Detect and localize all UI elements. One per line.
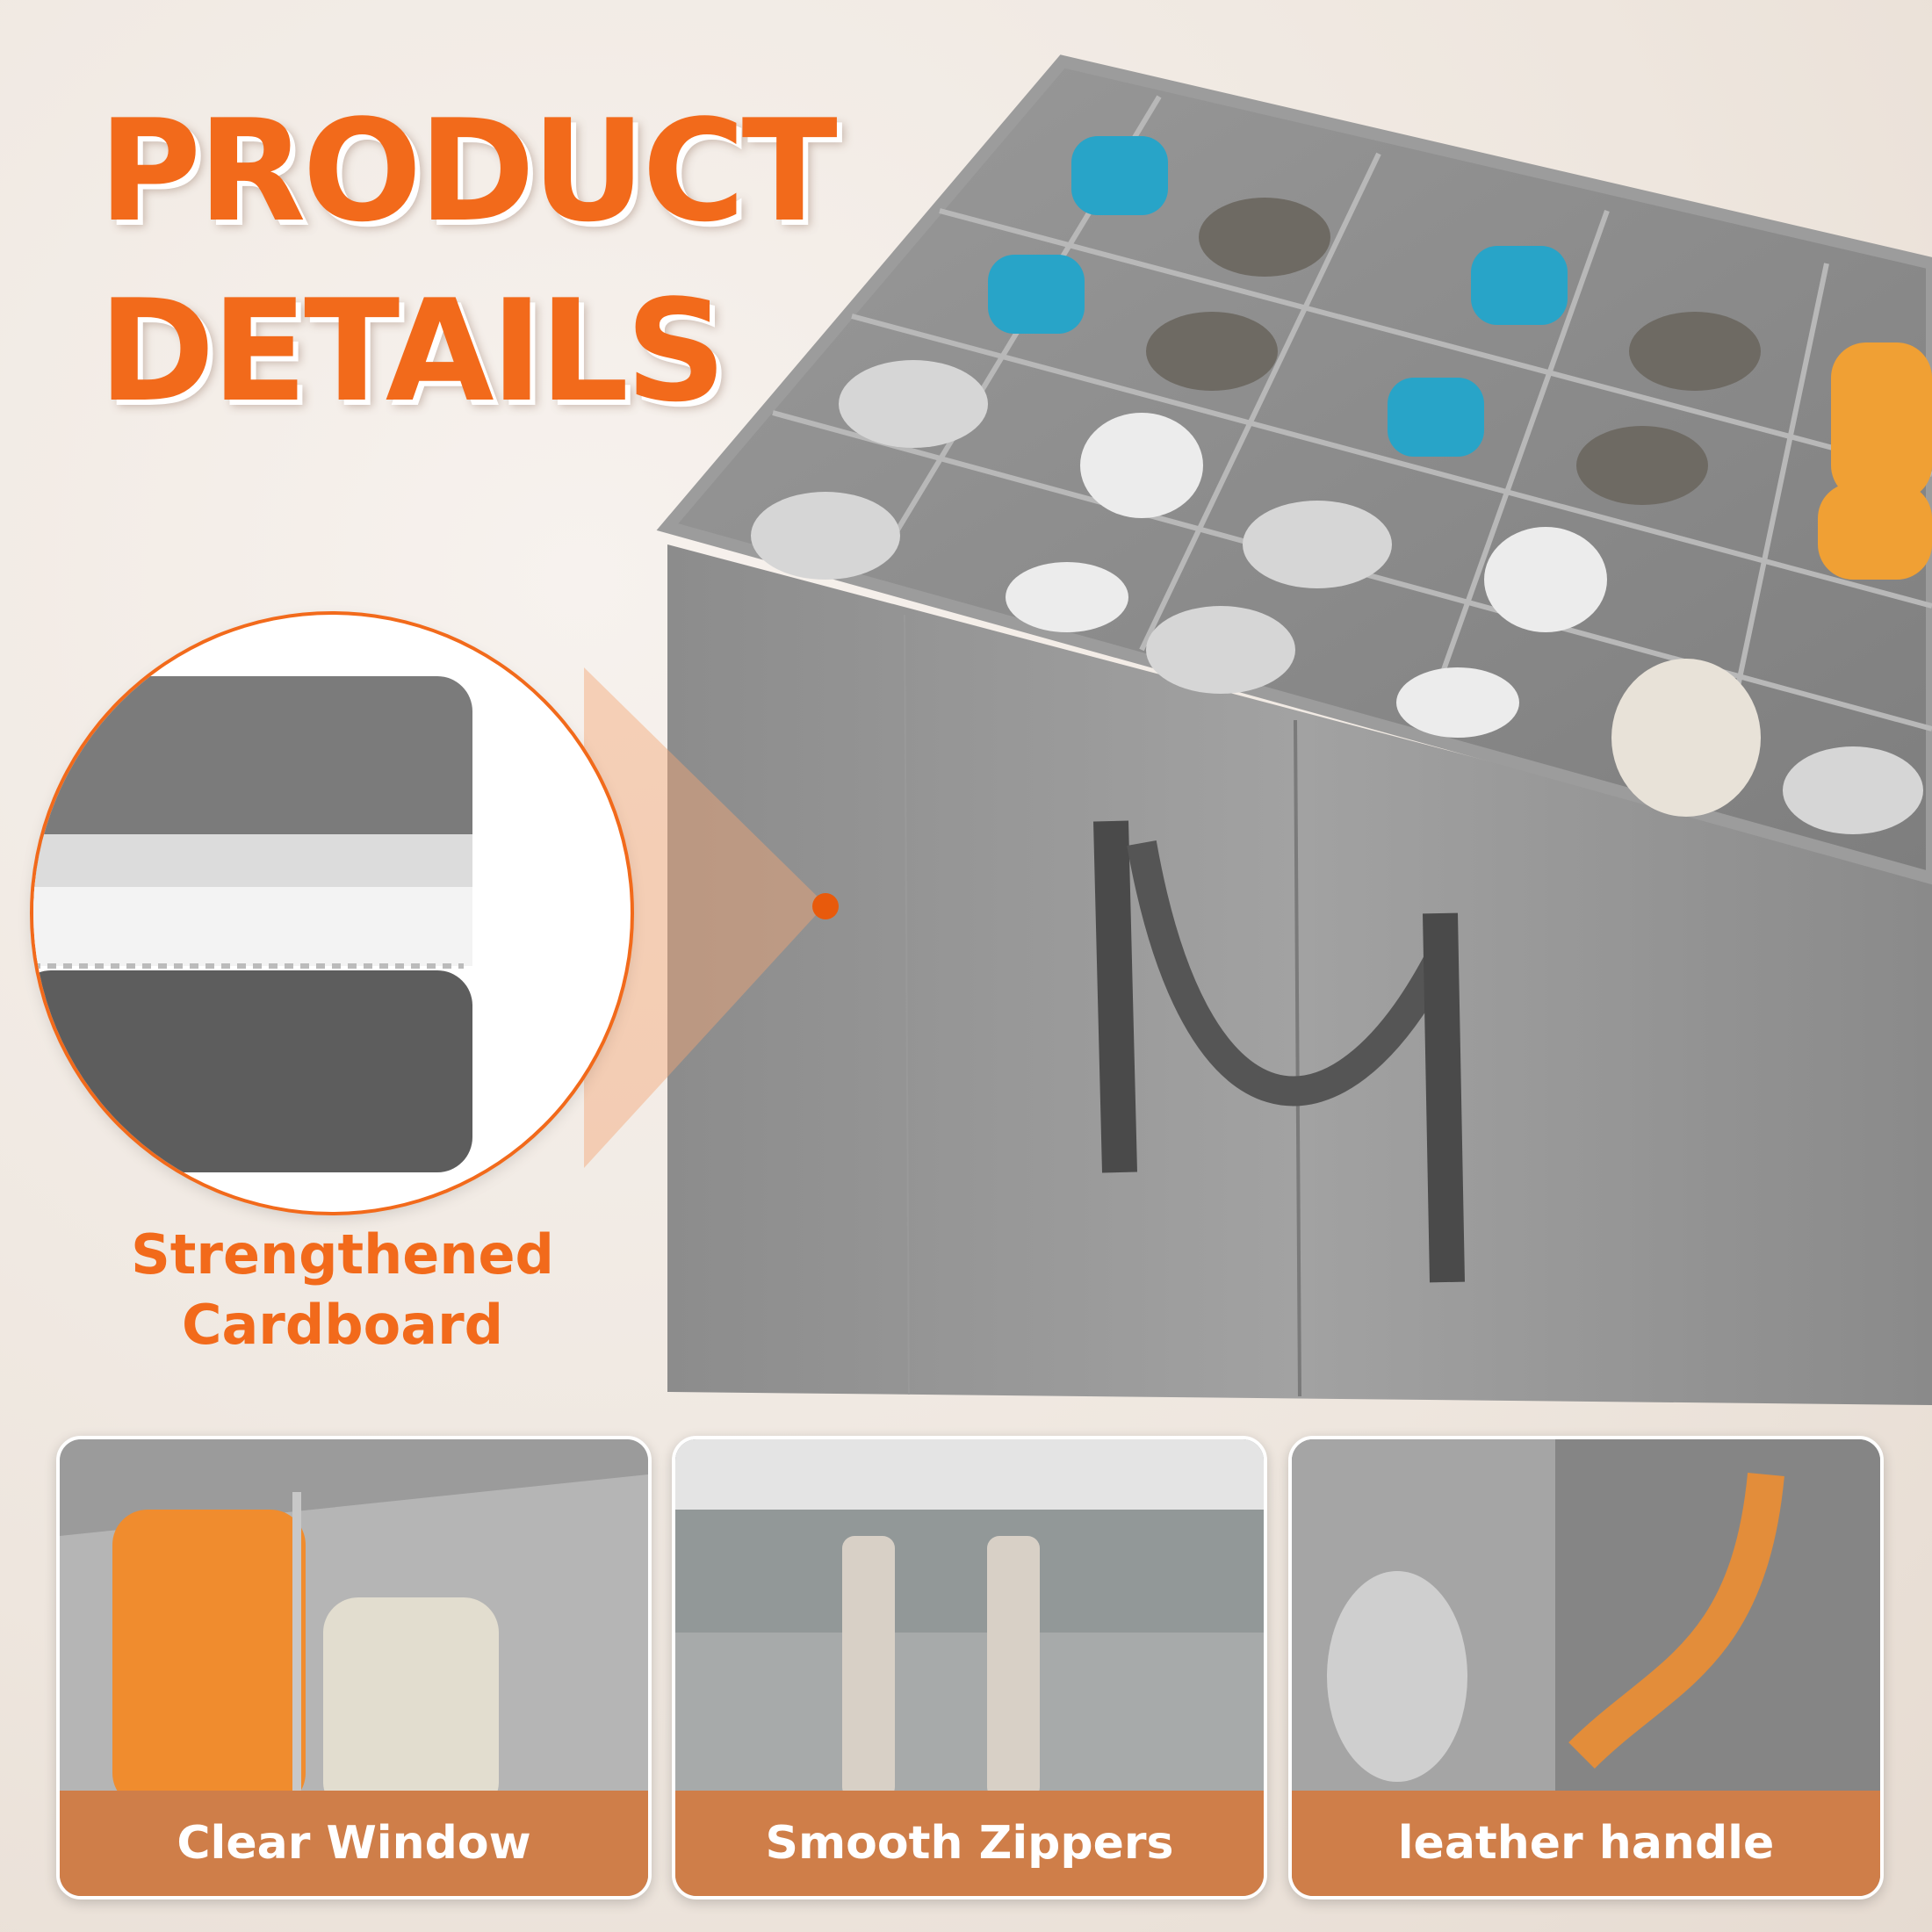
shoe-storage-box-image (584, 54, 1932, 1405)
headline-line-2: DETAILS (98, 269, 726, 433)
feature-card-clear-window: Clear Window (56, 1436, 652, 1900)
feature-card-smooth-zippers: Smooth Zippers (672, 1436, 1267, 1900)
leather-handle-photo (1292, 1439, 1880, 1896)
callout-label-line-2: Cardboard (181, 1293, 504, 1357)
callout-label-line-1: Strengthened (131, 1222, 554, 1287)
cardboard-layers-illustration (33, 676, 472, 1172)
feature-label: Smooth Zippers (675, 1791, 1264, 1896)
feature-label: Clear Window (60, 1791, 648, 1896)
headline-line-1: PRODUCT (98, 89, 838, 253)
cardboard-closeup (33, 615, 631, 1212)
feature-label: leather handle (1292, 1791, 1880, 1896)
callout-dot (812, 893, 839, 919)
feature-card-leather-handle: leather handle (1288, 1436, 1884, 1900)
